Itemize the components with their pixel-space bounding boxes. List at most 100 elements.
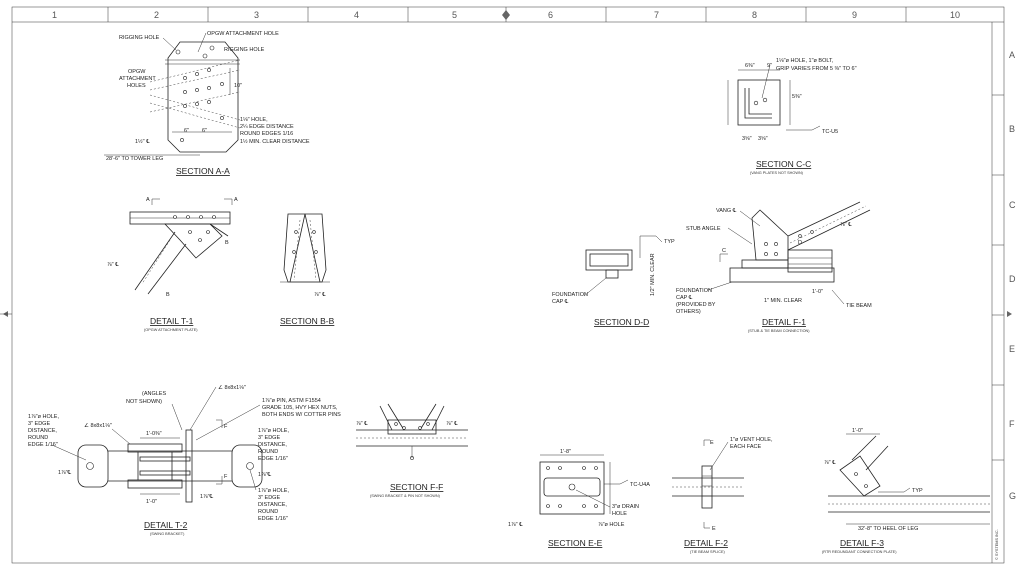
pin-note: 1⅞"ø PIN, ASTM F1554 — [262, 398, 321, 404]
row-label: A — [1009, 50, 1015, 60]
dim-label: 1'-0" — [812, 289, 823, 295]
dim-label: 1'-8" — [560, 449, 571, 455]
dim-tower-leg: 28'-6" TO TOWER LEG — [106, 156, 163, 162]
drain-note: 3"ø DRAIN — [612, 504, 639, 510]
hole-note: 2¼ EDGE DISTANCE — [240, 124, 294, 130]
section-subtitle: (VANG PLATES NOT SHOWN) — [750, 171, 804, 175]
detail-title: DETAIL T-2 — [144, 520, 188, 530]
gusset-plate-shape — [167, 41, 239, 153]
section-b-b: ⅞" ℄ SECTION B-B — [280, 213, 335, 326]
detail-t-2: (ANGLES NOT SHOWN) ∠ 8x8x1⅛" 1⅞"ø PIN, A… — [28, 384, 341, 536]
section-f-f: ⅞" ℄ ⅞" ℄ SECTION F-F (SWING BRACKET & P… — [356, 403, 468, 498]
label-opgw-holes: HOLES — [127, 83, 146, 89]
hole-note: 3" EDGE — [258, 495, 280, 501]
angles-note: NOT SHOWN) — [126, 399, 162, 405]
row-label: C — [1009, 200, 1016, 210]
vang-label: VANG ℄ — [716, 208, 737, 214]
cut-mark-f: F — [224, 474, 228, 480]
foundation-label: CAP ℄ — [552, 299, 569, 305]
section-title: SECTION C-C — [756, 159, 811, 169]
section-e-e: 1'-8" TC-U4A 3"ø DRAIN HOLE ⅞"ø HOLE 1⅞"… — [508, 449, 650, 548]
vent-note: 1"ø VENT HOLE, — [730, 437, 773, 443]
row-label: B — [1009, 124, 1015, 134]
column-label: 8 — [752, 10, 757, 20]
label-rigging-hole-2: RIGGING HOLE — [224, 47, 265, 53]
foundation-label: (PROVIDED BY — [676, 302, 716, 308]
hole-note: 3" EDGE — [28, 421, 50, 427]
weld-tag: TC-U4A — [630, 482, 650, 488]
detail-subtitle: (OPGW ATTACHMENT PLATE) — [144, 328, 198, 332]
dim-label: 3⅝" — [758, 136, 768, 142]
centerline-label: 1⅞" ℄ — [508, 522, 523, 528]
hole-note: ROUND — [258, 509, 278, 515]
detail-title: DETAIL F-2 — [684, 538, 728, 548]
foundation-label: CAP ℄ — [676, 295, 693, 301]
section-title: SECTION D-D — [594, 317, 649, 327]
dim-label: 3⅝" — [742, 136, 752, 142]
detail-subtitle: (STUB & TIE BEAM CONNECTION) — [748, 329, 810, 333]
hole-note: ROUND — [28, 435, 48, 441]
margin-note: © SYSTEMS INC. — [995, 529, 999, 560]
section-d-d: TYP 1/2" MIN. CLEAR FOUNDATION CAP ℄ SEC… — [552, 235, 675, 327]
cut-mark-d: D — [798, 240, 802, 246]
clearance-label: 1" MIN. CLEAR — [764, 298, 802, 304]
hole-note: EDGE 1/16" — [258, 516, 288, 522]
cut-mark-a: A — [234, 197, 238, 203]
label-opgw-holes: OPGW — [128, 69, 146, 75]
dim-label: 1'-0" — [852, 428, 863, 434]
hole-note: 1½ MIN. CLEAR DISTANCE — [240, 138, 310, 145]
row-label: E — [1009, 344, 1015, 354]
column-label: 7 — [654, 10, 659, 20]
foundation-label: FOUNDATION — [552, 292, 588, 298]
label-opgw-holes: ATTACHMENT — [119, 76, 156, 82]
dim-label: 5⅜" — [792, 94, 802, 100]
hole-note: EDGE 1/16" — [28, 442, 58, 448]
section-c-c: 6⅜" 9" 5⅜" 3⅝" 3⅝" 1⅛"ø HOLE, 1"ø BOLT, … — [727, 58, 857, 175]
centerline-label: 1⅞"℄ — [258, 472, 272, 478]
row-label: D — [1009, 274, 1016, 284]
detail-title: DETAIL T-1 — [150, 316, 194, 326]
hole-note: DISTANCE, — [258, 502, 287, 508]
left-center-mark-icon — [0, 311, 12, 317]
weld-tag: TC-U5 — [822, 129, 838, 135]
detail-title: DETAIL F-3 — [840, 538, 884, 548]
section-title: SECTION B-B — [280, 316, 335, 326]
centerline-label: 1⅞"℄ — [200, 494, 214, 500]
cut-mark-e: E — [710, 440, 714, 446]
cut-mark-b: B — [225, 240, 229, 246]
hole-note: 1⅞"ø HOLE, — [258, 428, 289, 434]
cut-mark-e: E — [712, 526, 716, 532]
hole-note: 1⅞"ø HOLE, — [258, 488, 289, 494]
dim-label: 6⅜" — [745, 63, 755, 69]
centerline-label: ⅞" ℄ — [446, 421, 458, 427]
pin-note: GRADE 105, HVY HEX NUTS, — [262, 405, 338, 411]
column-label: 4 — [354, 10, 359, 20]
hole-note: 3" EDGE — [258, 435, 280, 441]
column-label: 10 — [950, 10, 960, 20]
hole-note: 1⅞"ø HOLE, — [28, 414, 59, 420]
right-center-mark-icon — [1007, 311, 1012, 317]
angles-note: (ANGLES — [142, 391, 166, 397]
cut-mark-f: F — [224, 424, 228, 430]
centerline-label: ⅞" ℄ — [107, 262, 119, 268]
drain-note: HOLE — [612, 511, 627, 517]
hole-note: ROUND — [258, 449, 278, 455]
center-mark-icon — [502, 10, 510, 20]
foundation-label: FOUNDATION — [676, 288, 712, 294]
section-a-a: RIGGING HOLE OPGW ATTACHMENT HOLE RIGGIN… — [104, 31, 310, 176]
column-label: 3 — [254, 10, 259, 20]
section-title: SECTION E-E — [548, 538, 603, 548]
centerline-label: 1⅞"℄ — [58, 470, 72, 476]
hole-note: DISTANCE, — [28, 428, 57, 434]
hole-note: 1⅛" HOLE, — [240, 117, 268, 123]
detail-subtitle: (SWING BRACKET) — [150, 532, 185, 536]
detail-subtitle: (RTR REDUNDANT CONNECTION PLATE) — [822, 550, 897, 554]
column-label: 5 — [452, 10, 457, 20]
dim-label: 6" — [202, 128, 207, 134]
centerline-label: ⅞" ℄ — [840, 222, 852, 228]
clearance-label: 1/2" MIN. CLEAR — [650, 253, 656, 296]
centerline-label: ⅞" ℄ — [356, 421, 368, 427]
pin-note: BOTH ENDS W/ COTTER PINS — [262, 412, 341, 418]
column-label: 6 — [548, 10, 553, 20]
sheet-border — [11, 6, 1005, 564]
